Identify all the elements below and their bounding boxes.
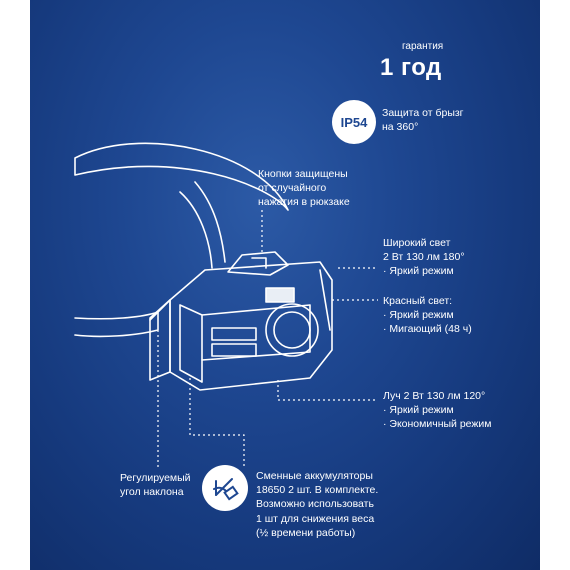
tilt-description: Регулируемый угол наклона <box>120 472 191 499</box>
product-infographic: гарантия 1 год IP54 Защита от брызг на 3… <box>30 0 540 570</box>
top-buttons <box>227 251 289 276</box>
leader-beam <box>277 380 378 401</box>
wide-light-spec: Широкий свет 2 Вт 130 лм 180° · Яркий ре… <box>383 237 465 278</box>
lamp-body <box>169 261 333 391</box>
headband <box>74 142 289 211</box>
red-light-spec: Красный свет: · Яркий режим · Мигающий (… <box>383 295 472 336</box>
battery-description: Сменные аккумуляторы 18650 2 шт. В компл… <box>256 470 379 539</box>
tilt-angle-icon <box>202 465 248 511</box>
headlamp-illustration <box>74 142 378 470</box>
side-light <box>265 287 295 303</box>
ip-description: Защита от брызг на 360° <box>382 107 464 134</box>
buttons-protection-note: Кнопки защищены от случайного нажатия в … <box>258 168 350 209</box>
warranty-label: гарантия <box>402 41 444 52</box>
beam-light-spec: Луч 2 Вт 130 лм 120° · Яркий режим · Эко… <box>383 390 492 431</box>
main-lens <box>265 303 319 357</box>
ip-rating-badge: IP54 <box>332 100 376 144</box>
leader-battery <box>189 378 245 468</box>
warranty-value: 1 год <box>380 54 442 81</box>
headband-lower <box>74 311 159 338</box>
